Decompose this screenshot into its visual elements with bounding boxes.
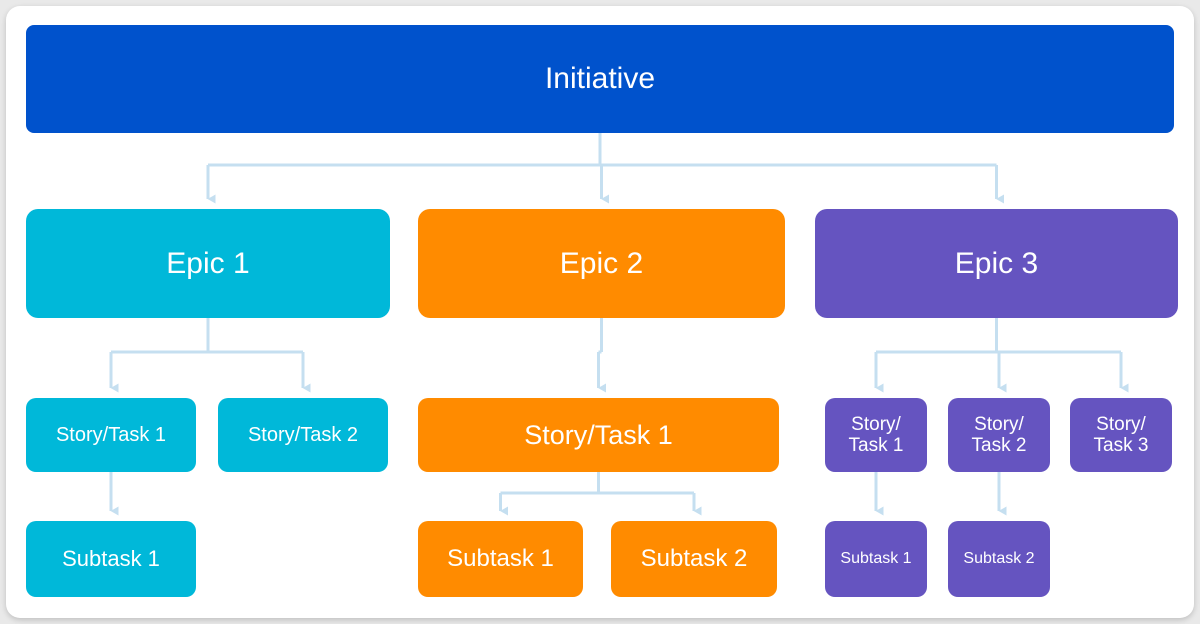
- node-epic2-story-task-1[interactable]: Story/Task 1: [418, 398, 779, 472]
- node-epic2-subtask-1[interactable]: Subtask 1: [418, 521, 583, 597]
- node-epic3-story-task-3[interactable]: Story/ Task 3: [1070, 398, 1172, 472]
- node-epic3-story-task-2[interactable]: Story/ Task 2: [948, 398, 1050, 472]
- node-initiative[interactable]: Initiative: [26, 25, 1174, 133]
- node-epic-2[interactable]: Epic 2: [418, 209, 785, 318]
- node-epic2-subtask-2[interactable]: Subtask 2: [611, 521, 777, 597]
- node-epic3-subtask-2[interactable]: Subtask 2: [948, 521, 1050, 597]
- node-epic-1[interactable]: Epic 1: [26, 209, 390, 318]
- node-epic1-subtask-1[interactable]: Subtask 1: [26, 521, 196, 597]
- node-epic1-story-task-1[interactable]: Story/Task 1: [26, 398, 196, 472]
- node-epic1-story-task-2[interactable]: Story/Task 2: [218, 398, 388, 472]
- node-epic3-story-task-1[interactable]: Story/ Task 1: [825, 398, 927, 472]
- node-epic-3[interactable]: Epic 3: [815, 209, 1178, 318]
- node-epic3-subtask-1[interactable]: Subtask 1: [825, 521, 927, 597]
